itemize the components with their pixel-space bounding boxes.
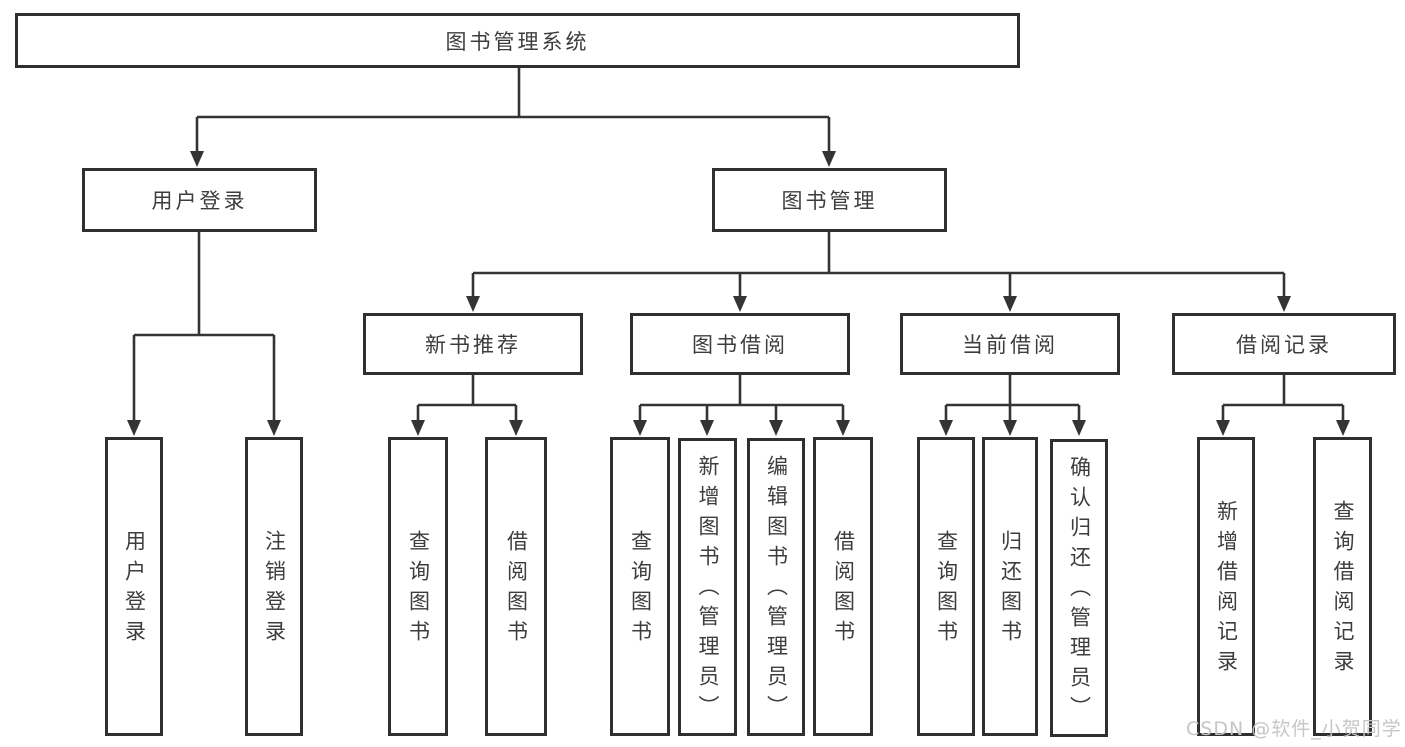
leaf-borrow-books-recommend: 借阅图书	[485, 437, 547, 736]
node-new-book-recommend: 新书推荐	[363, 313, 583, 375]
leaf-query-borrow-record: 查询借阅记录	[1313, 437, 1372, 736]
leaf-query-books-borrow: 查询图书	[610, 437, 670, 736]
leaf-logout: 注销登录	[245, 437, 303, 736]
node-root: 图书管理系统	[15, 13, 1020, 68]
node-book-borrowing: 图书借阅	[630, 313, 850, 375]
node-book-management: 图书管理	[712, 168, 947, 232]
csdn-watermark: CSDN @软件_小贺同学	[1186, 718, 1402, 740]
leaf-user-login: 用户登录	[105, 437, 163, 736]
node-user-login: 用户登录	[82, 168, 317, 232]
leaf-add-borrow-record: 新增借阅记录	[1197, 437, 1255, 736]
leaf-query-books-current: 查询图书	[917, 437, 975, 736]
leaf-edit-book-admin: 编辑图书（管理员）	[747, 438, 805, 736]
leaf-return-books: 归还图书	[982, 437, 1038, 736]
leaf-add-book-admin: 新增图书（管理员）	[678, 438, 737, 736]
arrowheads	[127, 151, 1350, 436]
node-current-borrowing: 当前借阅	[900, 313, 1120, 375]
leaf-query-books-recommend: 查询图书	[388, 437, 448, 736]
leaf-confirm-return-admin: 确认归还（管理员）	[1050, 439, 1108, 737]
node-borrowing-records: 借阅记录	[1172, 313, 1396, 375]
leaf-borrow-books-borrow: 借阅图书	[813, 437, 873, 736]
